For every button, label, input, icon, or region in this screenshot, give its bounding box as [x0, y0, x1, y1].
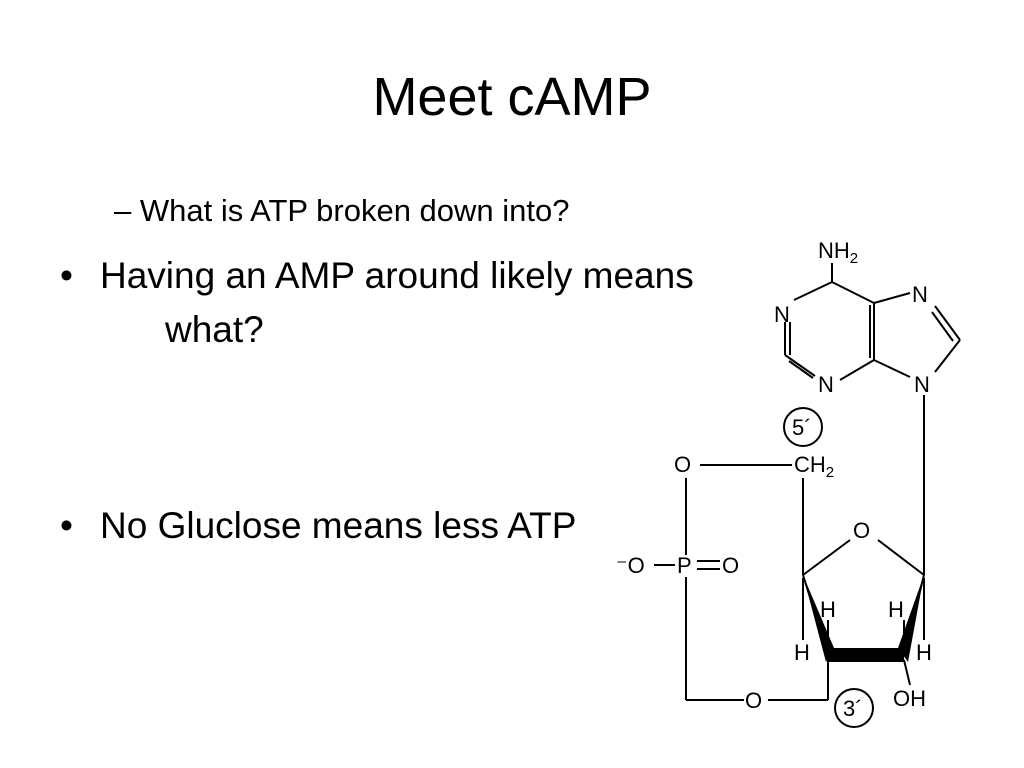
- hydrogen-4prime: H: [916, 640, 932, 665]
- bullet-text: Having an AMP around likely means: [100, 255, 694, 296]
- hydrogen-3prime: H: [888, 597, 904, 622]
- bullet-marker: •: [60, 255, 73, 296]
- bond-lines: [654, 263, 961, 701]
- hydrogen-1prime: H: [794, 640, 810, 665]
- atom-n7: N: [912, 282, 928, 307]
- bullet-continuation: what?: [165, 309, 264, 350]
- nh2-label: NH2: [818, 238, 858, 267]
- ring-oxygen: O: [853, 518, 870, 543]
- three-prime-circle: [834, 688, 874, 728]
- atom-n1: N: [774, 302, 790, 327]
- bullet-item-amp: • Having an AMP around likely means: [60, 248, 694, 303]
- phosphate-o-minus: ⁻O: [616, 553, 645, 578]
- slide-title: Meet cAMP: [372, 67, 652, 127]
- bullet-item-glucose: • No Gluclose means less ATP: [60, 498, 576, 553]
- bullet-text: No Gluclose means less ATP: [100, 505, 577, 546]
- five-prime-label: 5´: [792, 415, 812, 440]
- wedge-bond-right: [898, 575, 924, 662]
- camp-structure-diagram: NH2 N N N N 5´ O CH2 O ⁻O P O H H H H O …: [616, 238, 961, 728]
- hydrogen-2prime: H: [820, 597, 836, 622]
- sub-bullet-question: – What is ATP broken down into?: [114, 193, 570, 228]
- wedge-bond-left: [803, 575, 834, 662]
- atom-n9: N: [914, 372, 930, 397]
- bullet-marker: •: [60, 505, 73, 546]
- ch2-label: CH2: [794, 452, 834, 481]
- atom-o-3prime: O: [745, 688, 762, 713]
- phosphorus-label: P: [677, 553, 692, 578]
- three-prime-label: 3´: [843, 696, 863, 721]
- phosphate-double-o: O: [722, 553, 739, 578]
- five-prime-circle: [783, 407, 823, 447]
- ribose-bold-bond: [828, 648, 904, 662]
- atom-o-5prime: O: [674, 452, 691, 477]
- oh-label: OH: [893, 686, 926, 711]
- atom-n3: N: [818, 372, 834, 397]
